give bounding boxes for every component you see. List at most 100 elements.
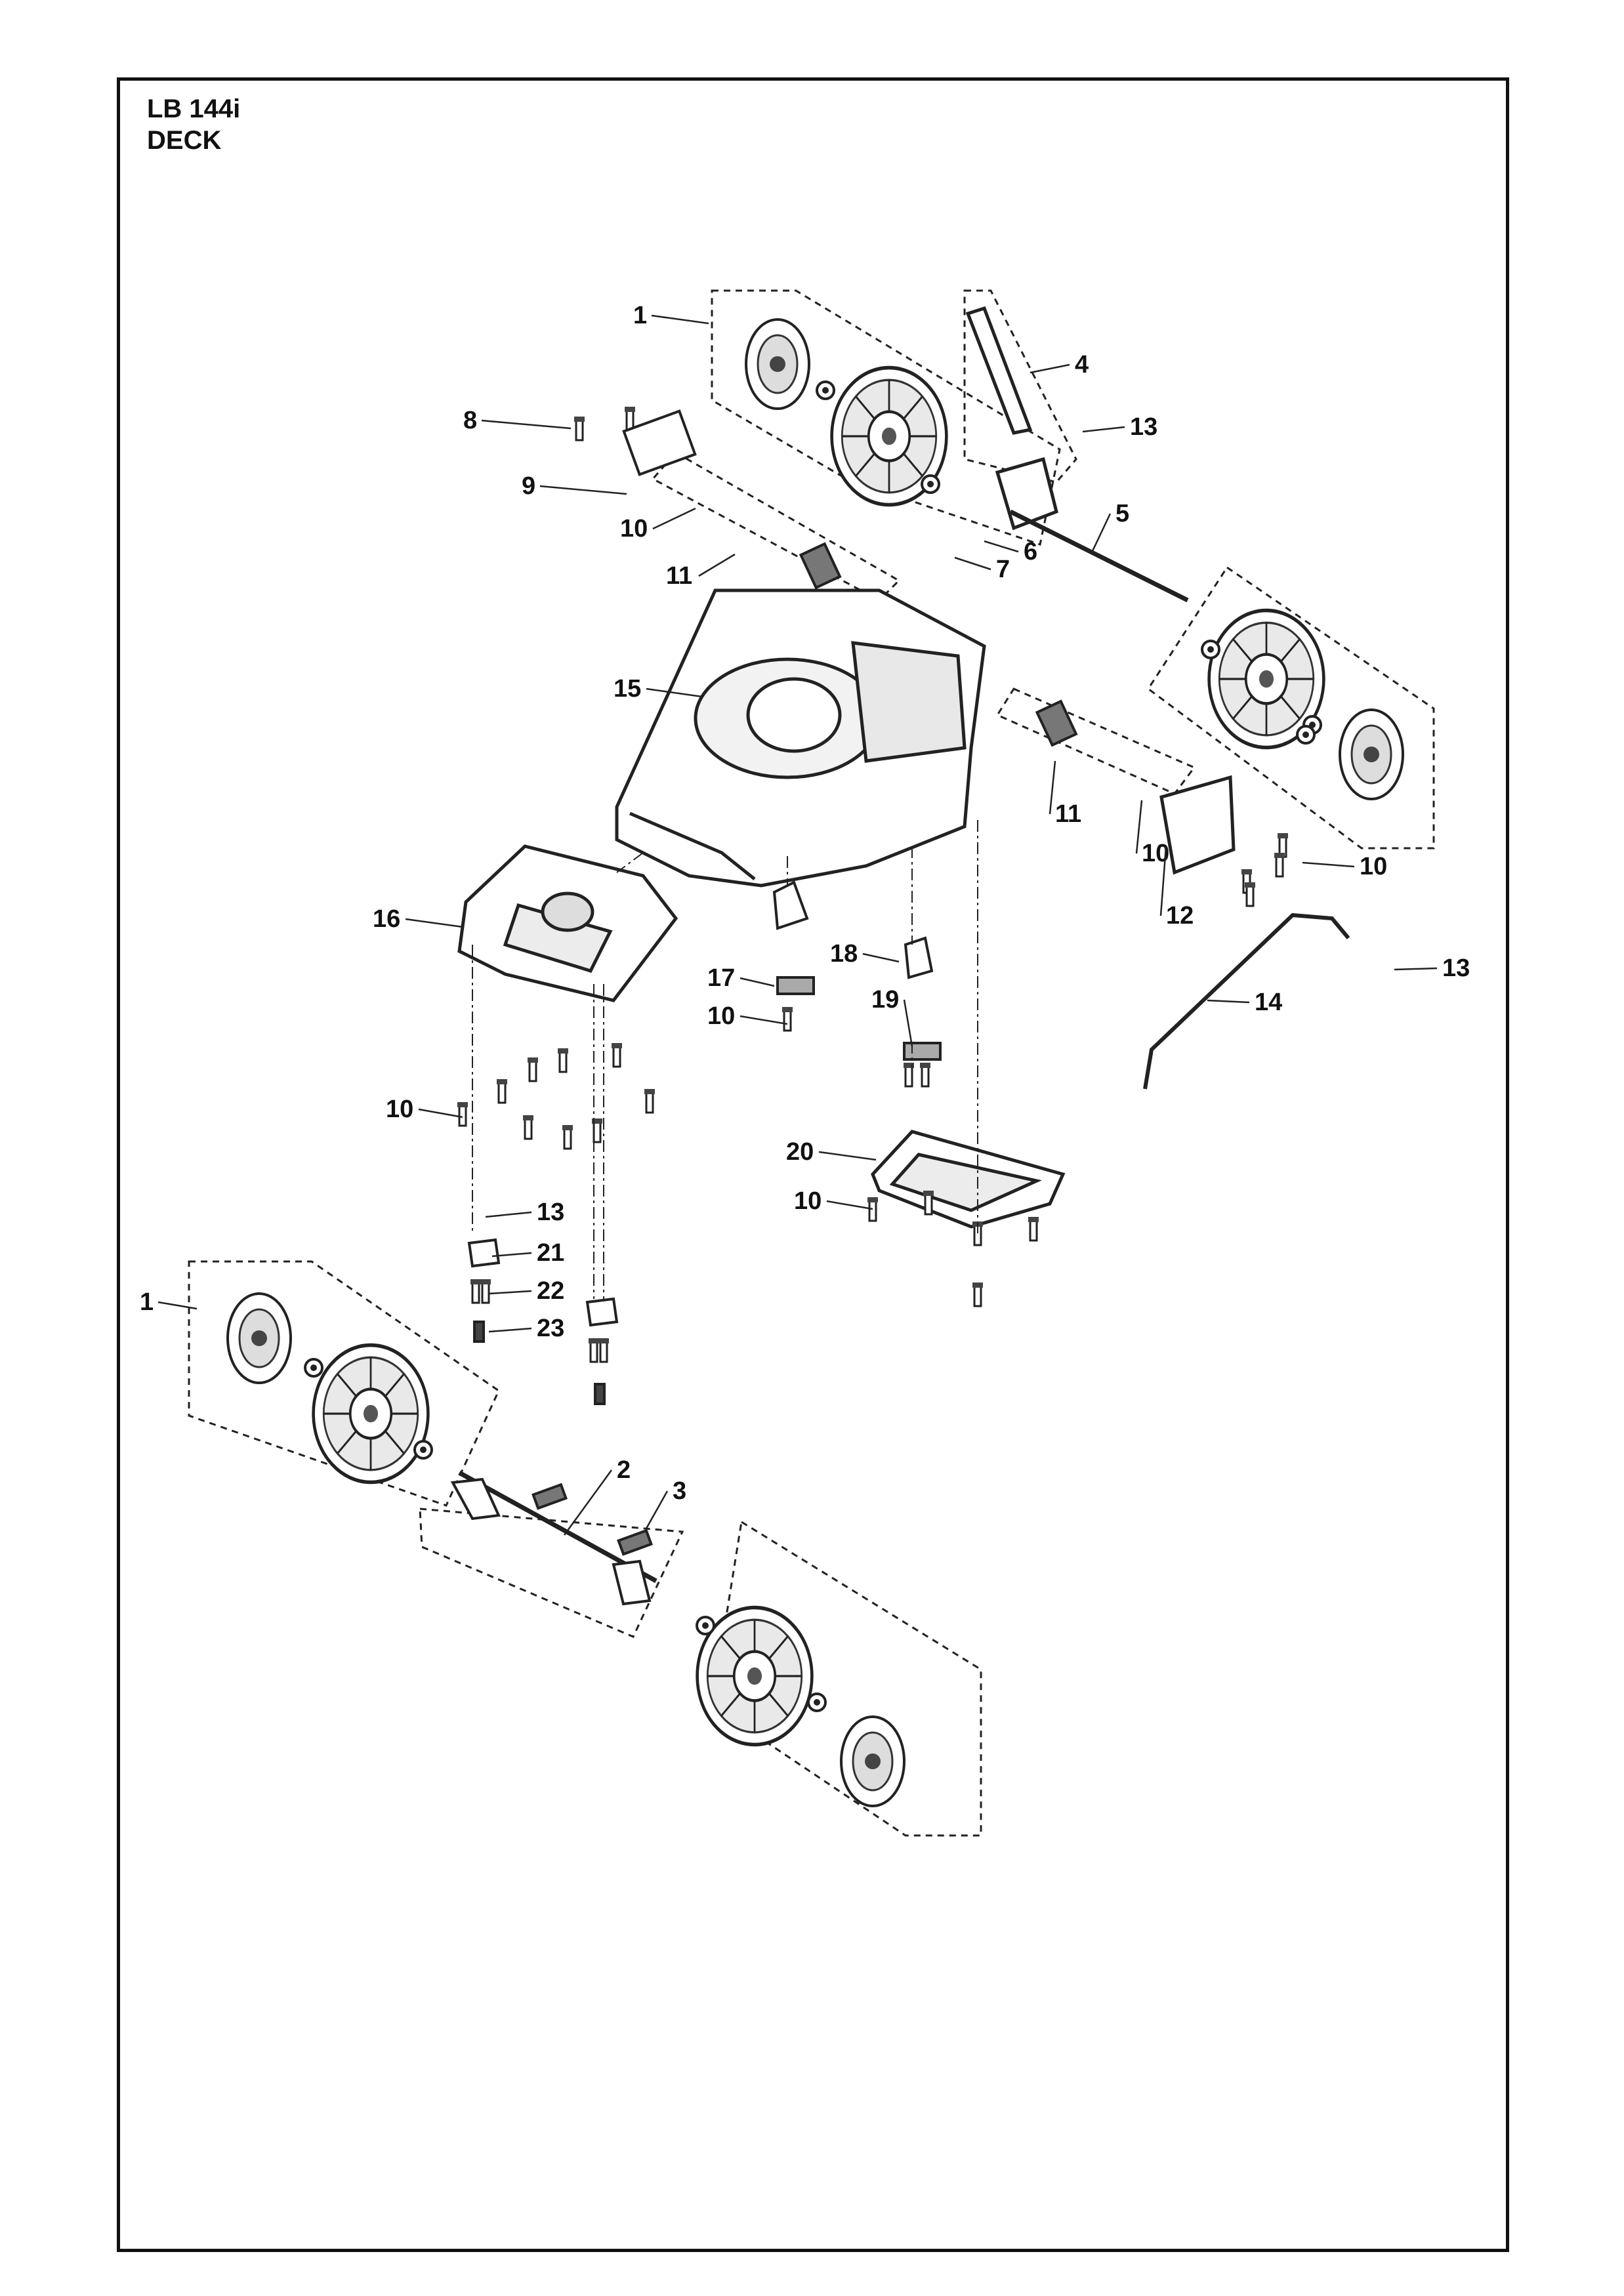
callout-8: 8: [463, 407, 477, 434]
clip-21-left: [467, 1238, 501, 1268]
title-block: LB 144i DECK: [147, 93, 240, 156]
page-border: [117, 77, 1509, 2252]
cutting-height-bar: [1143, 912, 1350, 1090]
leader-line-10: [1135, 800, 1143, 854]
callout-10: 10: [794, 1187, 822, 1215]
callout-5: 5: [1115, 500, 1129, 527]
cover-plate: [1159, 775, 1236, 875]
leader-line-1: [157, 1301, 198, 1310]
spring-2: [531, 1483, 568, 1510]
leader-line-19: [903, 999, 913, 1047]
leader-line-14: [1207, 999, 1250, 1004]
deck-body: [615, 588, 986, 888]
leader-line-20: [818, 1151, 877, 1161]
hubcap-lower-left: [226, 1292, 292, 1384]
leader-line-11: [1049, 760, 1056, 815]
leader-line-22: [488, 1290, 532, 1295]
spring-23-right: [594, 1383, 606, 1405]
leader-line-7: [954, 556, 991, 571]
callout-1: 1: [140, 1288, 154, 1316]
callout-7: 7: [996, 556, 1010, 583]
leader-line-10: [418, 1108, 463, 1118]
clip-21-right: [585, 1297, 619, 1327]
leader-line-10: [826, 1200, 873, 1210]
bracket-9: [622, 409, 697, 476]
leader-line-15: [646, 687, 703, 698]
wheel-lower-left: [314, 1345, 428, 1483]
callout-11: 11: [666, 562, 692, 590]
axle-link: [450, 1477, 501, 1521]
leader-line-16: [405, 918, 463, 928]
leader-line-18: [862, 953, 900, 963]
leader-line-9: [539, 485, 627, 495]
leader-line-13: [1082, 426, 1125, 433]
callout-19: 19: [871, 986, 899, 1014]
callout-6: 6: [1024, 538, 1037, 565]
hubcap-right: [1339, 708, 1404, 800]
callout-10: 10: [707, 1002, 735, 1030]
bottom-plate: [871, 1130, 1066, 1229]
callout-20: 20: [786, 1138, 814, 1166]
bracket-18-right: [904, 936, 934, 979]
leader-line-12: [1159, 846, 1167, 916]
callout-17: 17: [707, 964, 735, 992]
leader-line-6: [984, 540, 1019, 553]
callout-18: 18: [830, 940, 858, 968]
callout-9: 9: [522, 472, 535, 500]
leader-line-23: [488, 1327, 532, 1333]
leader-line-10: [1302, 861, 1355, 868]
callout-2: 2: [617, 1456, 631, 1484]
leader-line-11: [698, 553, 736, 577]
callout-4: 4: [1075, 351, 1089, 379]
right-spring-group: [995, 687, 1196, 795]
callout-13: 13: [1130, 413, 1157, 441]
leader-line-21: [491, 1252, 532, 1258]
axle-end: [612, 1559, 652, 1606]
callout-1: 1: [633, 302, 647, 329]
right-wheel-group: [1146, 565, 1435, 850]
callout-11: 11: [1055, 800, 1081, 828]
leader-line-13: [1394, 967, 1438, 971]
callout-10: 10: [386, 1096, 413, 1123]
front-shield: [457, 844, 678, 1002]
hubcap-lower-right: [840, 1715, 906, 1807]
handle-group: [963, 289, 1077, 483]
adjust-handle: [965, 306, 1189, 603]
callout-13: 13: [1442, 954, 1470, 982]
callout-14: 14: [1255, 989, 1282, 1016]
leader-line-5: [1091, 513, 1112, 552]
leader-line-2: [563, 1469, 613, 1536]
side-spring-11-right: [1035, 699, 1078, 747]
side-spring-11-upper: [799, 542, 842, 590]
leader-line-17: [739, 977, 775, 987]
leader-line-3: [645, 1490, 669, 1529]
model-title: LB 144i: [147, 94, 241, 123]
callout-16: 16: [373, 905, 400, 933]
leader-line-10: [652, 507, 696, 530]
callout-13: 13: [537, 1199, 564, 1226]
callout-3: 3: [673, 1477, 686, 1505]
leader-line-13: [485, 1211, 532, 1218]
axle-group: [419, 1507, 684, 1638]
callout-15: 15: [614, 675, 641, 703]
spring-3: [617, 1528, 653, 1556]
section-title: DECK: [147, 126, 222, 155]
callout-23: 23: [537, 1315, 564, 1342]
bracket-18-left: [772, 880, 809, 930]
bracket-17: [776, 976, 815, 995]
leader-line-10: [739, 1015, 788, 1025]
lower-right-wheel-group: [711, 1520, 982, 1837]
callout-10: 10: [1360, 853, 1387, 880]
upper-wheel-group: [711, 289, 1061, 546]
leader-line-8: [481, 419, 572, 430]
bracket-19: [903, 1042, 942, 1061]
leader-line-1: [651, 314, 709, 325]
callout-22: 22: [537, 1277, 564, 1305]
callout-21: 21: [537, 1239, 564, 1267]
callout-12: 12: [1166, 902, 1194, 930]
spring-23-left: [473, 1321, 485, 1343]
hubcap-upper-left: [745, 318, 810, 410]
leader-line-4: [1030, 363, 1070, 374]
